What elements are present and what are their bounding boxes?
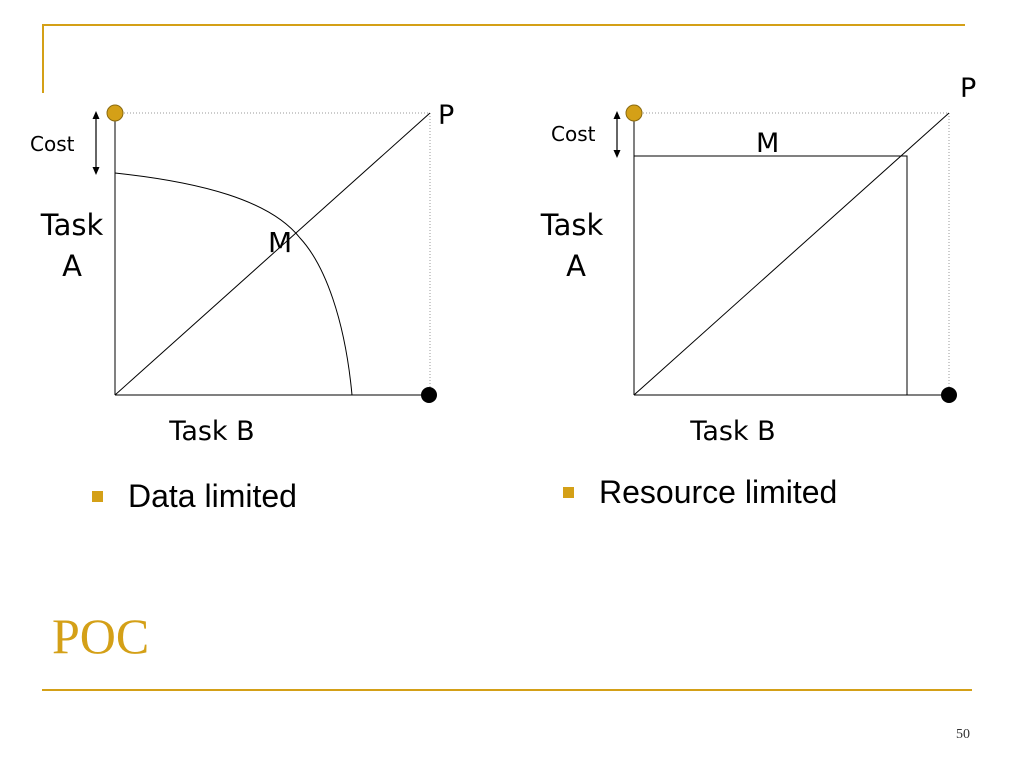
left-p-label: P	[438, 100, 454, 131]
page-number: 50	[956, 727, 970, 742]
left-bullet: Data limited	[92, 478, 297, 515]
left-cost-label: Cost	[30, 132, 75, 156]
right-y-axis-label-line1: Task	[540, 208, 604, 242]
right-m-label: M	[756, 128, 779, 159]
right-x-axis-label: Task B	[689, 416, 775, 447]
right-bullet-text: Resource limited	[599, 474, 838, 510]
left-bullet-text: Data limited	[128, 478, 297, 514]
right-bullet-marker	[563, 487, 574, 498]
left-bullet-marker	[92, 491, 103, 502]
left-diagonal	[114, 112, 431, 396]
slide-title: POC	[52, 608, 150, 664]
left-black-point	[421, 387, 437, 403]
right-cost-label: Cost	[551, 122, 596, 146]
left-cost-arrow-head-up	[92, 111, 100, 119]
left-gold-point	[106, 104, 124, 122]
right-black-point	[941, 387, 957, 403]
left-panel: Cost Task A Task B P M	[30, 100, 454, 447]
right-gold-point	[625, 104, 643, 122]
left-x-axis-label: Task B	[168, 416, 254, 447]
right-p-label: P	[960, 73, 976, 104]
left-m-label: M	[268, 226, 292, 259]
right-cost-arrow-head-down	[613, 150, 621, 158]
left-cost-arrow-head-down	[92, 167, 100, 175]
left-y-axis-label-line1: Task	[40, 208, 104, 242]
right-bullet: Resource limited	[563, 474, 837, 511]
right-diagonal	[633, 112, 950, 396]
right-tradeoff-rectangle	[634, 155, 908, 395]
right-panel: Cost Task A Task B P M	[540, 73, 977, 447]
right-y-axis-label-line2: A	[566, 249, 586, 283]
left-y-axis-label-line2: A	[62, 249, 82, 283]
right-cost-arrow-head-up	[613, 111, 621, 119]
left-tradeoff-curve	[114, 172, 353, 396]
